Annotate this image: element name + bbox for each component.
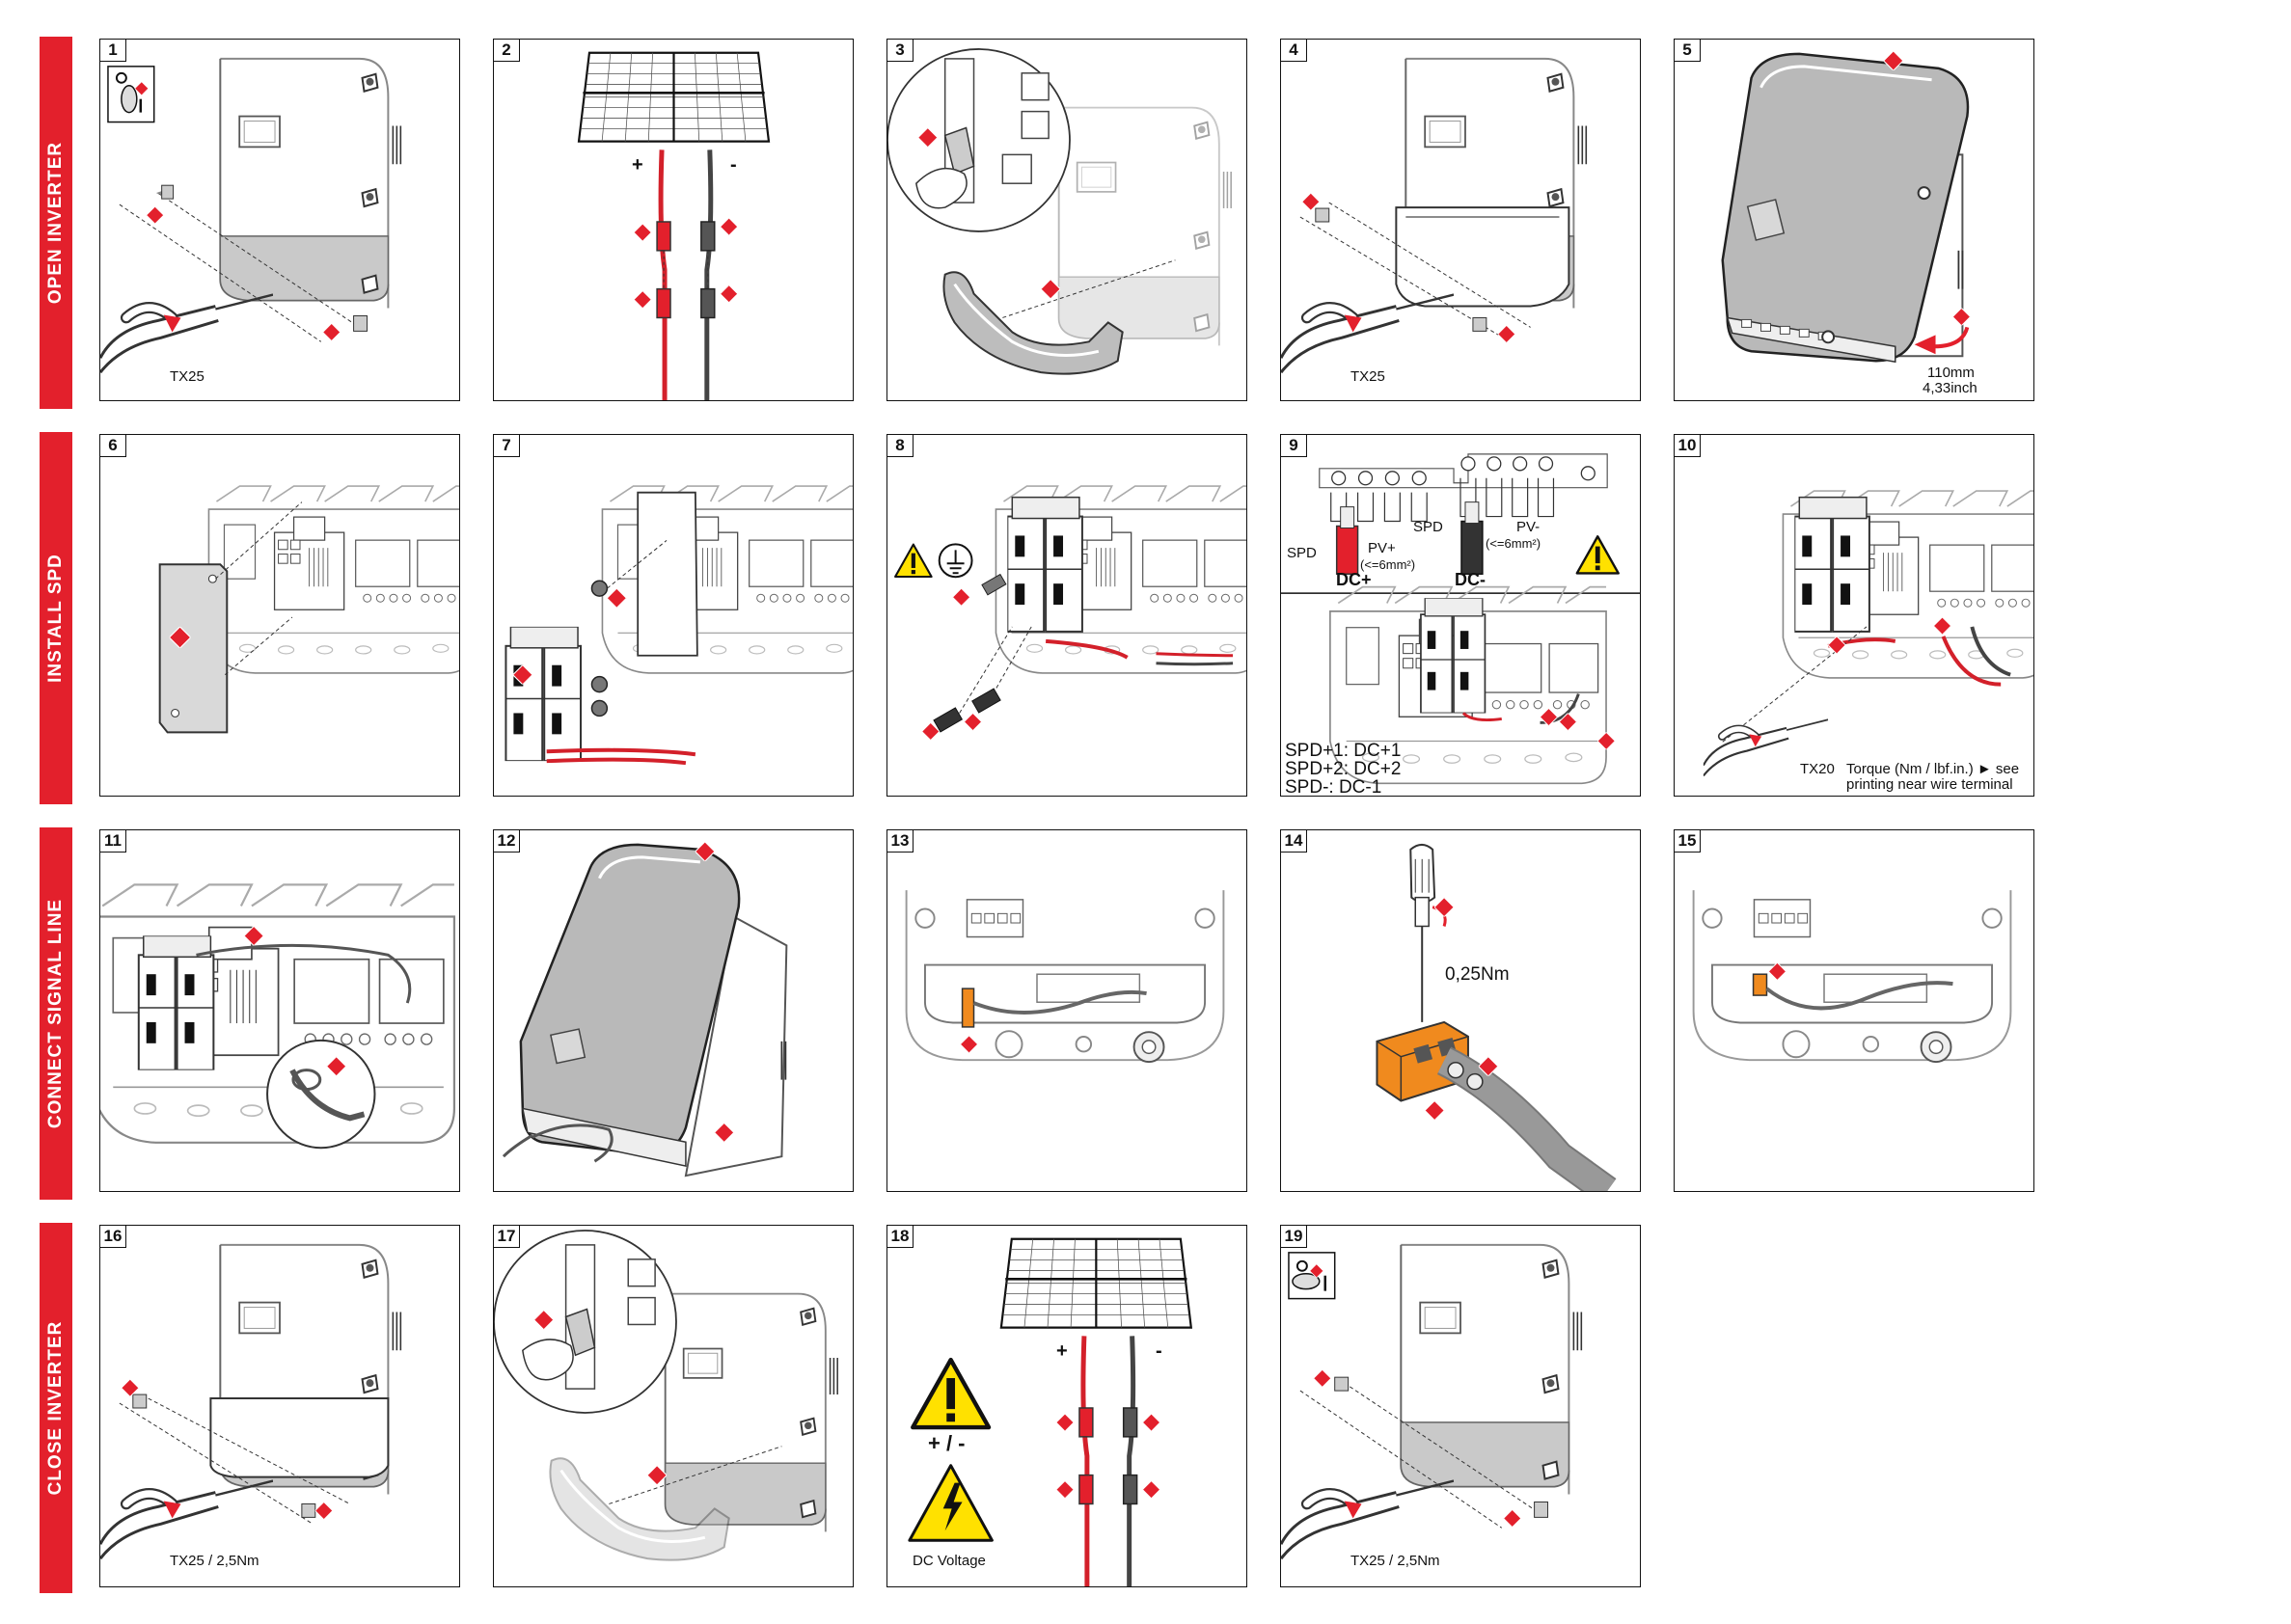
wire-size-left: (<=6mm²)	[1360, 557, 1416, 572]
step-16-illustration	[100, 1243, 402, 1586]
step-number: 4	[1281, 40, 1307, 62]
step-3-panel: 3	[886, 39, 1247, 401]
step-12-panel: 12	[493, 829, 854, 1192]
step-7-panel: 7	[493, 434, 854, 797]
plus-label: +	[1056, 1340, 1068, 1362]
step-10-illustration	[1675, 489, 2033, 796]
polarity-label: + / -	[928, 1431, 966, 1455]
dc-plus-label: DC+	[1336, 570, 1372, 589]
step-14-panel: 14 0,25Nm	[1280, 829, 1641, 1192]
tool-label: TX25	[1350, 368, 1385, 385]
step-17-panel: 17	[493, 1225, 854, 1587]
step-4-illustration	[1281, 57, 1588, 400]
step-8-illustration	[894, 485, 1246, 741]
dc-voltage-label: DC Voltage	[913, 1553, 986, 1569]
step-2-illustration	[577, 50, 771, 400]
step-13-panel: 13	[886, 829, 1247, 1192]
step-6-panel: 6	[99, 434, 460, 797]
step-14-illustration	[1376, 843, 1617, 1191]
pv-plus-label: PV+	[1368, 540, 1396, 556]
step-7-illustration	[505, 485, 853, 766]
step-15-panel: 15	[1674, 829, 2034, 1192]
signal-terminal-icon	[961, 988, 975, 1028]
step-number: 8	[887, 435, 914, 457]
step-11-illustration	[100, 883, 456, 1150]
spd-label-right: SPD	[1413, 519, 1443, 535]
step-number: 16	[100, 1226, 126, 1248]
minus-label: -	[1156, 1340, 1162, 1362]
step-10-panel: 10 TX20 Torque (Nm / lbf.in.) ► see prin…	[1674, 434, 2034, 797]
step-number: 1	[100, 40, 126, 62]
step-5-illustration	[1721, 50, 1971, 364]
step-number: 12	[494, 830, 520, 853]
step-9-panel: 9 SPD PV+ (<=6mm²) DC+ SPD PV- (<=6mm²) …	[1280, 434, 1641, 797]
step-number: 7	[494, 435, 520, 457]
step-2-panel: 2 + -	[493, 39, 854, 401]
step-5-panel: 5 110mm 4,33inch	[1674, 39, 2034, 401]
step-19-illustration	[1281, 1243, 1583, 1586]
step-number: 3	[887, 40, 914, 62]
step-number: 9	[1281, 435, 1307, 457]
torque-value: 0,25Nm	[1445, 964, 1510, 985]
step-4-panel: 4 TX25	[1280, 39, 1641, 401]
step-number: 6	[100, 435, 126, 457]
step-3-illustration	[887, 48, 1233, 376]
section-close-inverter: CLOSE INVERTER	[40, 1223, 72, 1593]
section-connect-signal-line: CONNECT SIGNAL LINE	[40, 827, 72, 1200]
step-number: 10	[1675, 435, 1701, 457]
section-open-inverter: OPEN INVERTER	[40, 37, 72, 409]
dc-minus-label: DC-	[1455, 570, 1486, 589]
spd-mapping-2: SPD+2: DC+2	[1285, 759, 1402, 779]
torque-note-line1: Torque (Nm / lbf.in.) ► see	[1846, 761, 2020, 777]
tool-label: TX25 / 2,5Nm	[1350, 1553, 1440, 1569]
step-number: 15	[1675, 830, 1701, 853]
wire-size-right: (<=6mm²)	[1486, 536, 1541, 551]
tool-label: TX25 / 2,5Nm	[170, 1553, 259, 1569]
step-17-illustration	[494, 1230, 839, 1562]
step-number: 18	[887, 1226, 914, 1248]
step-19-panel: 19 TX25 / 2,5Nm	[1280, 1225, 1641, 1587]
section-install-spd: INSTALL SPD	[40, 432, 72, 804]
step-number: 13	[887, 830, 914, 853]
step-15-illustration	[1692, 888, 2012, 1064]
spd-mapping-1: SPD+1: DC+1	[1285, 741, 1402, 761]
pv-minus-label: PV-	[1516, 519, 1541, 535]
step-number: 2	[494, 40, 520, 62]
step-1-illustration	[100, 57, 402, 400]
solar-panel-icon	[577, 50, 771, 144]
step-9-illustration	[1281, 453, 1640, 785]
solar-panel-icon	[999, 1236, 1193, 1330]
step-18-illustration	[908, 1236, 1193, 1586]
step-number: 11	[100, 830, 126, 853]
tool-label: TX20	[1800, 761, 1835, 777]
step-16-panel: 16 TX25 / 2,5Nm	[99, 1225, 460, 1587]
minus-label: -	[730, 154, 737, 176]
step-13-illustration	[905, 888, 1225, 1064]
step-1-panel: 1 TX25	[99, 39, 460, 401]
step-12-illustration	[502, 841, 788, 1177]
tool-label: TX25	[170, 368, 205, 385]
dimension-mm: 110mm	[1927, 365, 1975, 381]
warning-icon	[913, 1360, 989, 1427]
warning-icon	[894, 543, 933, 579]
plus-label: +	[632, 154, 643, 176]
dimension-inch: 4,33inch	[1923, 380, 1977, 396]
step-8-panel: 8	[886, 434, 1247, 797]
step-11-panel: 11	[99, 829, 460, 1192]
spd-label-left: SPD	[1287, 545, 1317, 561]
step-number: 5	[1675, 40, 1701, 62]
torque-note-line2: printing near wire terminal	[1846, 776, 2013, 793]
step-number: 19	[1281, 1226, 1307, 1248]
step-18-panel: 18 + - + / - DC Voltage	[886, 1225, 1247, 1587]
cable-tie-detail	[266, 1039, 376, 1150]
spd-mapping-3: SPD-: DC-1	[1285, 777, 1382, 797]
step-number: 14	[1281, 830, 1307, 853]
step-number: 17	[494, 1226, 520, 1248]
step-6-illustration	[158, 485, 459, 734]
